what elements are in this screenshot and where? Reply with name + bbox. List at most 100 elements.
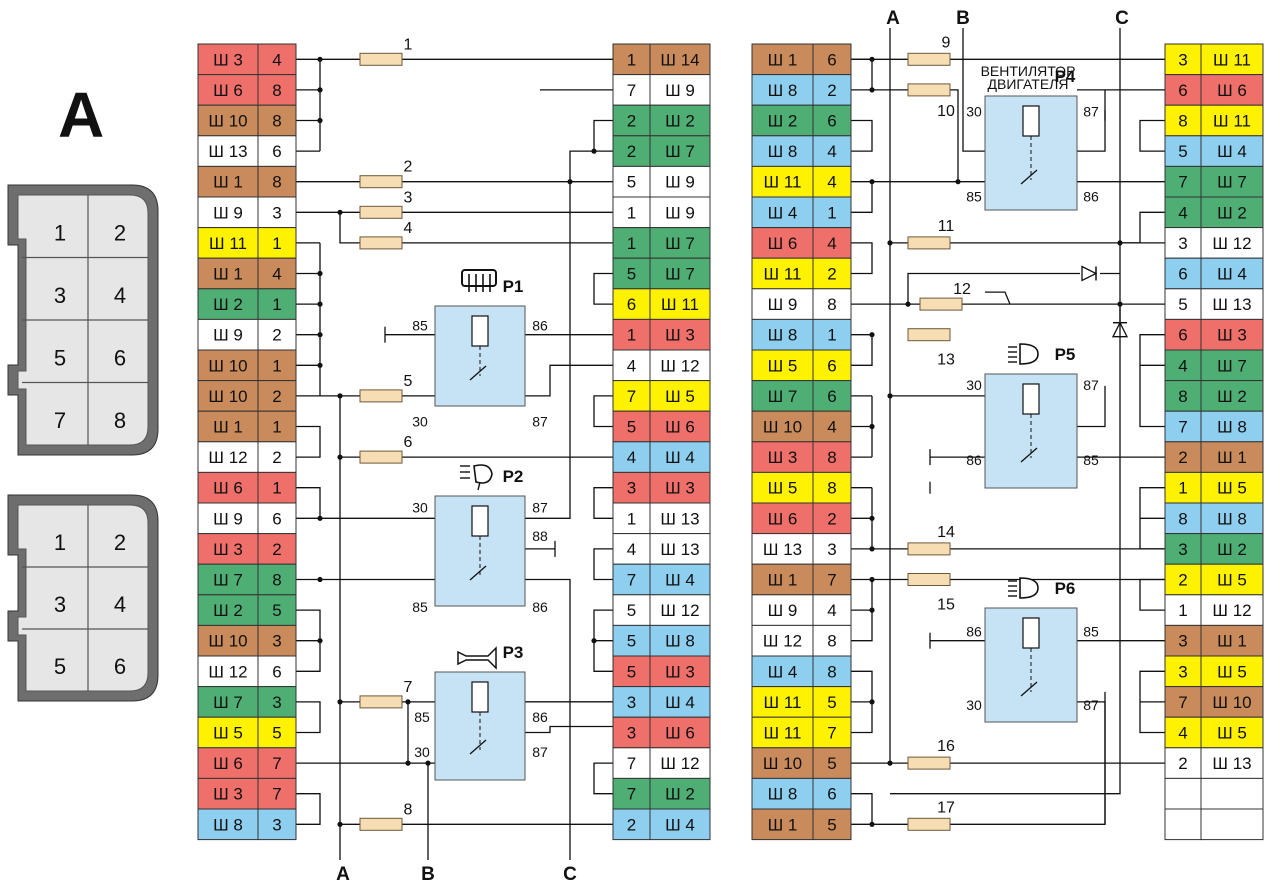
right-right-block-cell: 5 — [1178, 142, 1187, 161]
right-left-block-cell: Ш 9 — [768, 601, 798, 620]
right-left-block-cell: Ш 2 — [768, 112, 798, 131]
mid-block-cell: 4 — [627, 540, 636, 559]
wire — [296, 793, 321, 825]
right-left-block-cell: Ш 7 — [768, 387, 798, 406]
wire — [851, 334, 873, 366]
fuse-number: 8 — [404, 801, 413, 818]
right-right-block-cell: Ш 1 — [1217, 448, 1247, 467]
junction — [869, 699, 875, 705]
right-left-block-cell: 7 — [827, 724, 836, 743]
fuse: 13 — [907, 328, 955, 369]
fuse: 14 — [907, 524, 955, 556]
mid-block-cell: 2 — [627, 142, 636, 161]
junction — [405, 760, 411, 766]
wires — [296, 28, 1165, 860]
mid-block-cell: 3 — [627, 693, 636, 712]
mid-block-cell: Ш 4 — [665, 815, 695, 834]
left-block-cell: 8 — [272, 571, 281, 590]
mid-block-cell: Ш 4 — [665, 448, 695, 467]
wire — [525, 364, 613, 397]
wire — [593, 272, 613, 305]
left-block-cell: Ш 10 — [208, 112, 247, 131]
right-left-block-cell: Ш 10 — [763, 418, 802, 437]
mid-block-cell: Ш 11 — [661, 295, 699, 314]
left-block-cell: 6 — [272, 662, 281, 681]
right-right-block-cell: 4 — [1178, 356, 1187, 375]
right-left-block-cell: 8 — [827, 662, 836, 681]
wire — [1077, 110, 1106, 152]
wire — [1139, 578, 1165, 611]
relay-p1-coil — [471, 315, 489, 347]
right-right-block-cell: Ш 13 — [1212, 754, 1251, 773]
mid-block-cell: Ш 12 — [660, 754, 699, 773]
fuse: 4 — [359, 220, 413, 250]
left-block-cell: Ш 9 — [213, 203, 243, 222]
left-block-cell: Ш 7 — [213, 571, 243, 590]
low-beam-icon — [1008, 577, 1039, 599]
right-left-block-cell: Ш 12 — [763, 632, 802, 651]
fuse-number: 9 — [942, 34, 951, 51]
wire — [890, 28, 1121, 795]
right-left-block-cell: Ш 3 — [768, 448, 798, 467]
left-block-cell: 7 — [272, 785, 281, 804]
right-right-block-cell: Ш 1 — [1217, 632, 1247, 651]
relay-pin-label: 86 — [966, 452, 982, 468]
left-block-cell: 3 — [272, 693, 281, 712]
right-right-block-cell: Ш 6 — [1217, 81, 1247, 100]
right-left-block-cell: 5 — [827, 754, 836, 773]
junction — [317, 362, 323, 368]
junction — [317, 270, 323, 277]
right-left-block-cell: Ш 5 — [768, 356, 798, 375]
mid-block-cell: 7 — [627, 387, 636, 406]
wire — [1077, 701, 1106, 825]
right-left-block-cell: Ш 1 — [768, 815, 798, 834]
right-right-block-cell: 8 — [1178, 387, 1187, 406]
mid-block-cell: Ш 6 — [665, 724, 695, 743]
connector-pin: 3 — [54, 283, 66, 308]
right-right-block-cell: 6 — [1178, 326, 1187, 345]
junction — [425, 760, 431, 766]
wire — [851, 793, 873, 825]
wire — [962, 28, 985, 152]
wire — [851, 119, 873, 152]
left-block-cell: 7 — [272, 754, 281, 773]
left-block-cell: Ш 2 — [213, 601, 243, 620]
left-block-cell: Ш 10 — [208, 356, 247, 375]
fuse-number: 14 — [937, 524, 955, 541]
relay-p2-coil — [471, 505, 489, 537]
right-right-block-row — [1164, 808, 1264, 841]
left-block-cell: 6 — [272, 509, 281, 528]
relay-pin-label: 87 — [532, 499, 548, 515]
left-block-cell: Ш 1 — [213, 265, 243, 284]
right-left-block-cell: Ш 10 — [763, 754, 802, 773]
junction — [317, 87, 323, 93]
fuse-body — [907, 542, 951, 556]
mid-block-cell: Ш 3 — [665, 662, 695, 681]
fuse-body — [907, 328, 951, 342]
diode-icon — [1081, 265, 1098, 282]
left-block-cell: Ш 1 — [213, 173, 243, 192]
